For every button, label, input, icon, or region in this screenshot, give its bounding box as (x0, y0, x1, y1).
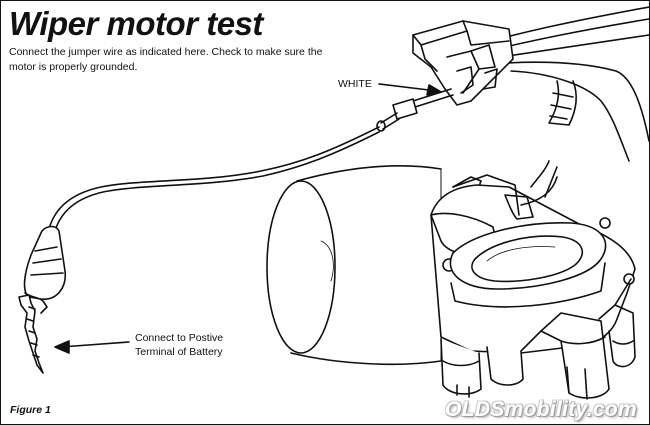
jumper-wire (48, 88, 454, 232)
instruction-text: Connect the jumper wire as indicated her… (9, 46, 323, 73)
battery-callout-line-2: Terminal of Battery (135, 346, 223, 358)
alligator-clip (18, 225, 66, 374)
battery-callout: Connect to Postive Terminal of Battery (135, 331, 223, 359)
page-title: Wiper motor test (9, 5, 263, 42)
mounting-leg (440, 330, 542, 398)
pointer-lines (54, 83, 442, 354)
white-wire-label: WHITE (338, 78, 372, 90)
battery-callout-line-1: Connect to Postive (135, 332, 224, 344)
figure-caption: Figure 1 (10, 404, 51, 416)
harness-wires (490, 6, 649, 162)
wire-connector (412, 20, 514, 106)
gearbox-cover (449, 222, 607, 308)
output-shaft (540, 278, 636, 400)
watermark: OLDSmobility.com (445, 398, 637, 421)
